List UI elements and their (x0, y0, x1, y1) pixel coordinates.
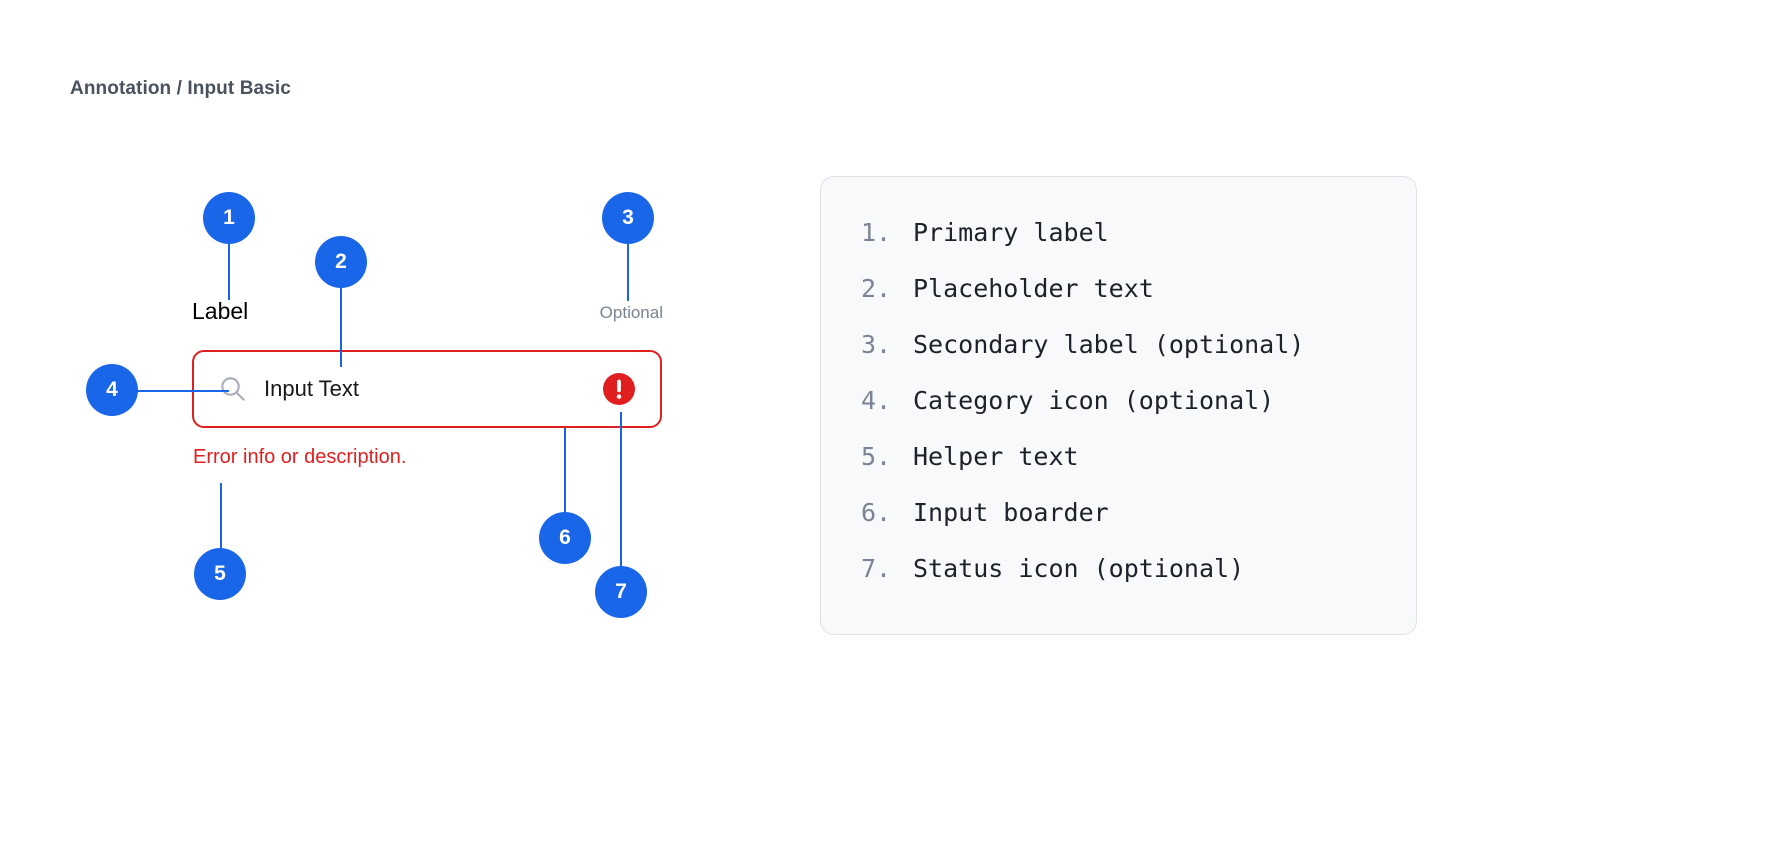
annotation-badge-6[interactable]: 6 (539, 512, 591, 564)
search-icon (221, 377, 245, 401)
page-title: Annotation / Input Basic (70, 78, 291, 99)
legend-item-number: 5. (861, 442, 892, 471)
secondary-label: Optional (599, 303, 663, 322)
connector-line-7 (620, 412, 622, 567)
legend-item-number: 7. (861, 554, 892, 583)
connector-line-2 (340, 287, 342, 367)
legend-item-label: Category icon (optional) (913, 386, 1275, 415)
annotation-badge-1[interactable]: 1 (203, 192, 255, 244)
legend-item-label: Input boarder (913, 498, 1109, 527)
legend-item: 4. Category icon (optional) (861, 373, 1396, 429)
annotation-badge-3[interactable]: 3 (602, 192, 654, 244)
primary-label: Label (192, 298, 249, 324)
input-component: Label Optional Input Text Error info or … (192, 296, 664, 468)
legend-item: 6. Input boarder (861, 485, 1396, 541)
legend-item-label: Helper text (913, 442, 1079, 471)
input-placeholder-text: Input Text (264, 376, 359, 401)
input-label-row: Label Optional (192, 296, 664, 330)
legend-item-number: 2. (861, 274, 892, 303)
legend-item: 7. Status icon (optional) (861, 541, 1396, 597)
connector-line-5 (220, 483, 222, 549)
annotation-badge-4[interactable]: 4 (86, 364, 138, 416)
connector-line-1 (228, 243, 230, 300)
annotation-badge-5[interactable]: 5 (194, 548, 246, 600)
error-exclamation-icon[interactable] (602, 372, 636, 406)
legend-list: 1. Primary label 2. Placeholder text 3. … (861, 205, 1396, 597)
legend-item-label: Primary label (913, 218, 1109, 247)
legend-item: 2. Placeholder text (861, 261, 1396, 317)
legend-item: 1. Primary label (861, 205, 1396, 261)
legend-panel: 1. Primary label 2. Placeholder text 3. … (820, 176, 1417, 635)
legend-item-number: 1. (861, 218, 892, 247)
legend-item: 5. Helper text (861, 429, 1396, 485)
legend-item-number: 4. (861, 386, 892, 415)
annotation-badge-7[interactable]: 7 (595, 566, 647, 618)
legend-item-number: 3. (861, 330, 892, 359)
connector-line-3 (627, 243, 629, 301)
legend-item-label: Secondary label (optional) (913, 330, 1305, 359)
annotated-diagram: 1 2 3 4 5 6 7 Label Optional Input Text … (0, 0, 820, 860)
helper-error-text: Error info or description. (193, 446, 407, 468)
legend-item-label: Status icon (optional) (913, 554, 1245, 583)
connector-line-4 (137, 390, 229, 392)
legend-item-label: Placeholder text (913, 274, 1154, 303)
legend-item-number: 6. (861, 498, 892, 527)
text-input-field[interactable]: Input Text (192, 350, 662, 428)
legend-item: 3. Secondary label (optional) (861, 317, 1396, 373)
annotation-badge-2[interactable]: 2 (315, 236, 367, 288)
connector-line-6 (564, 428, 566, 513)
